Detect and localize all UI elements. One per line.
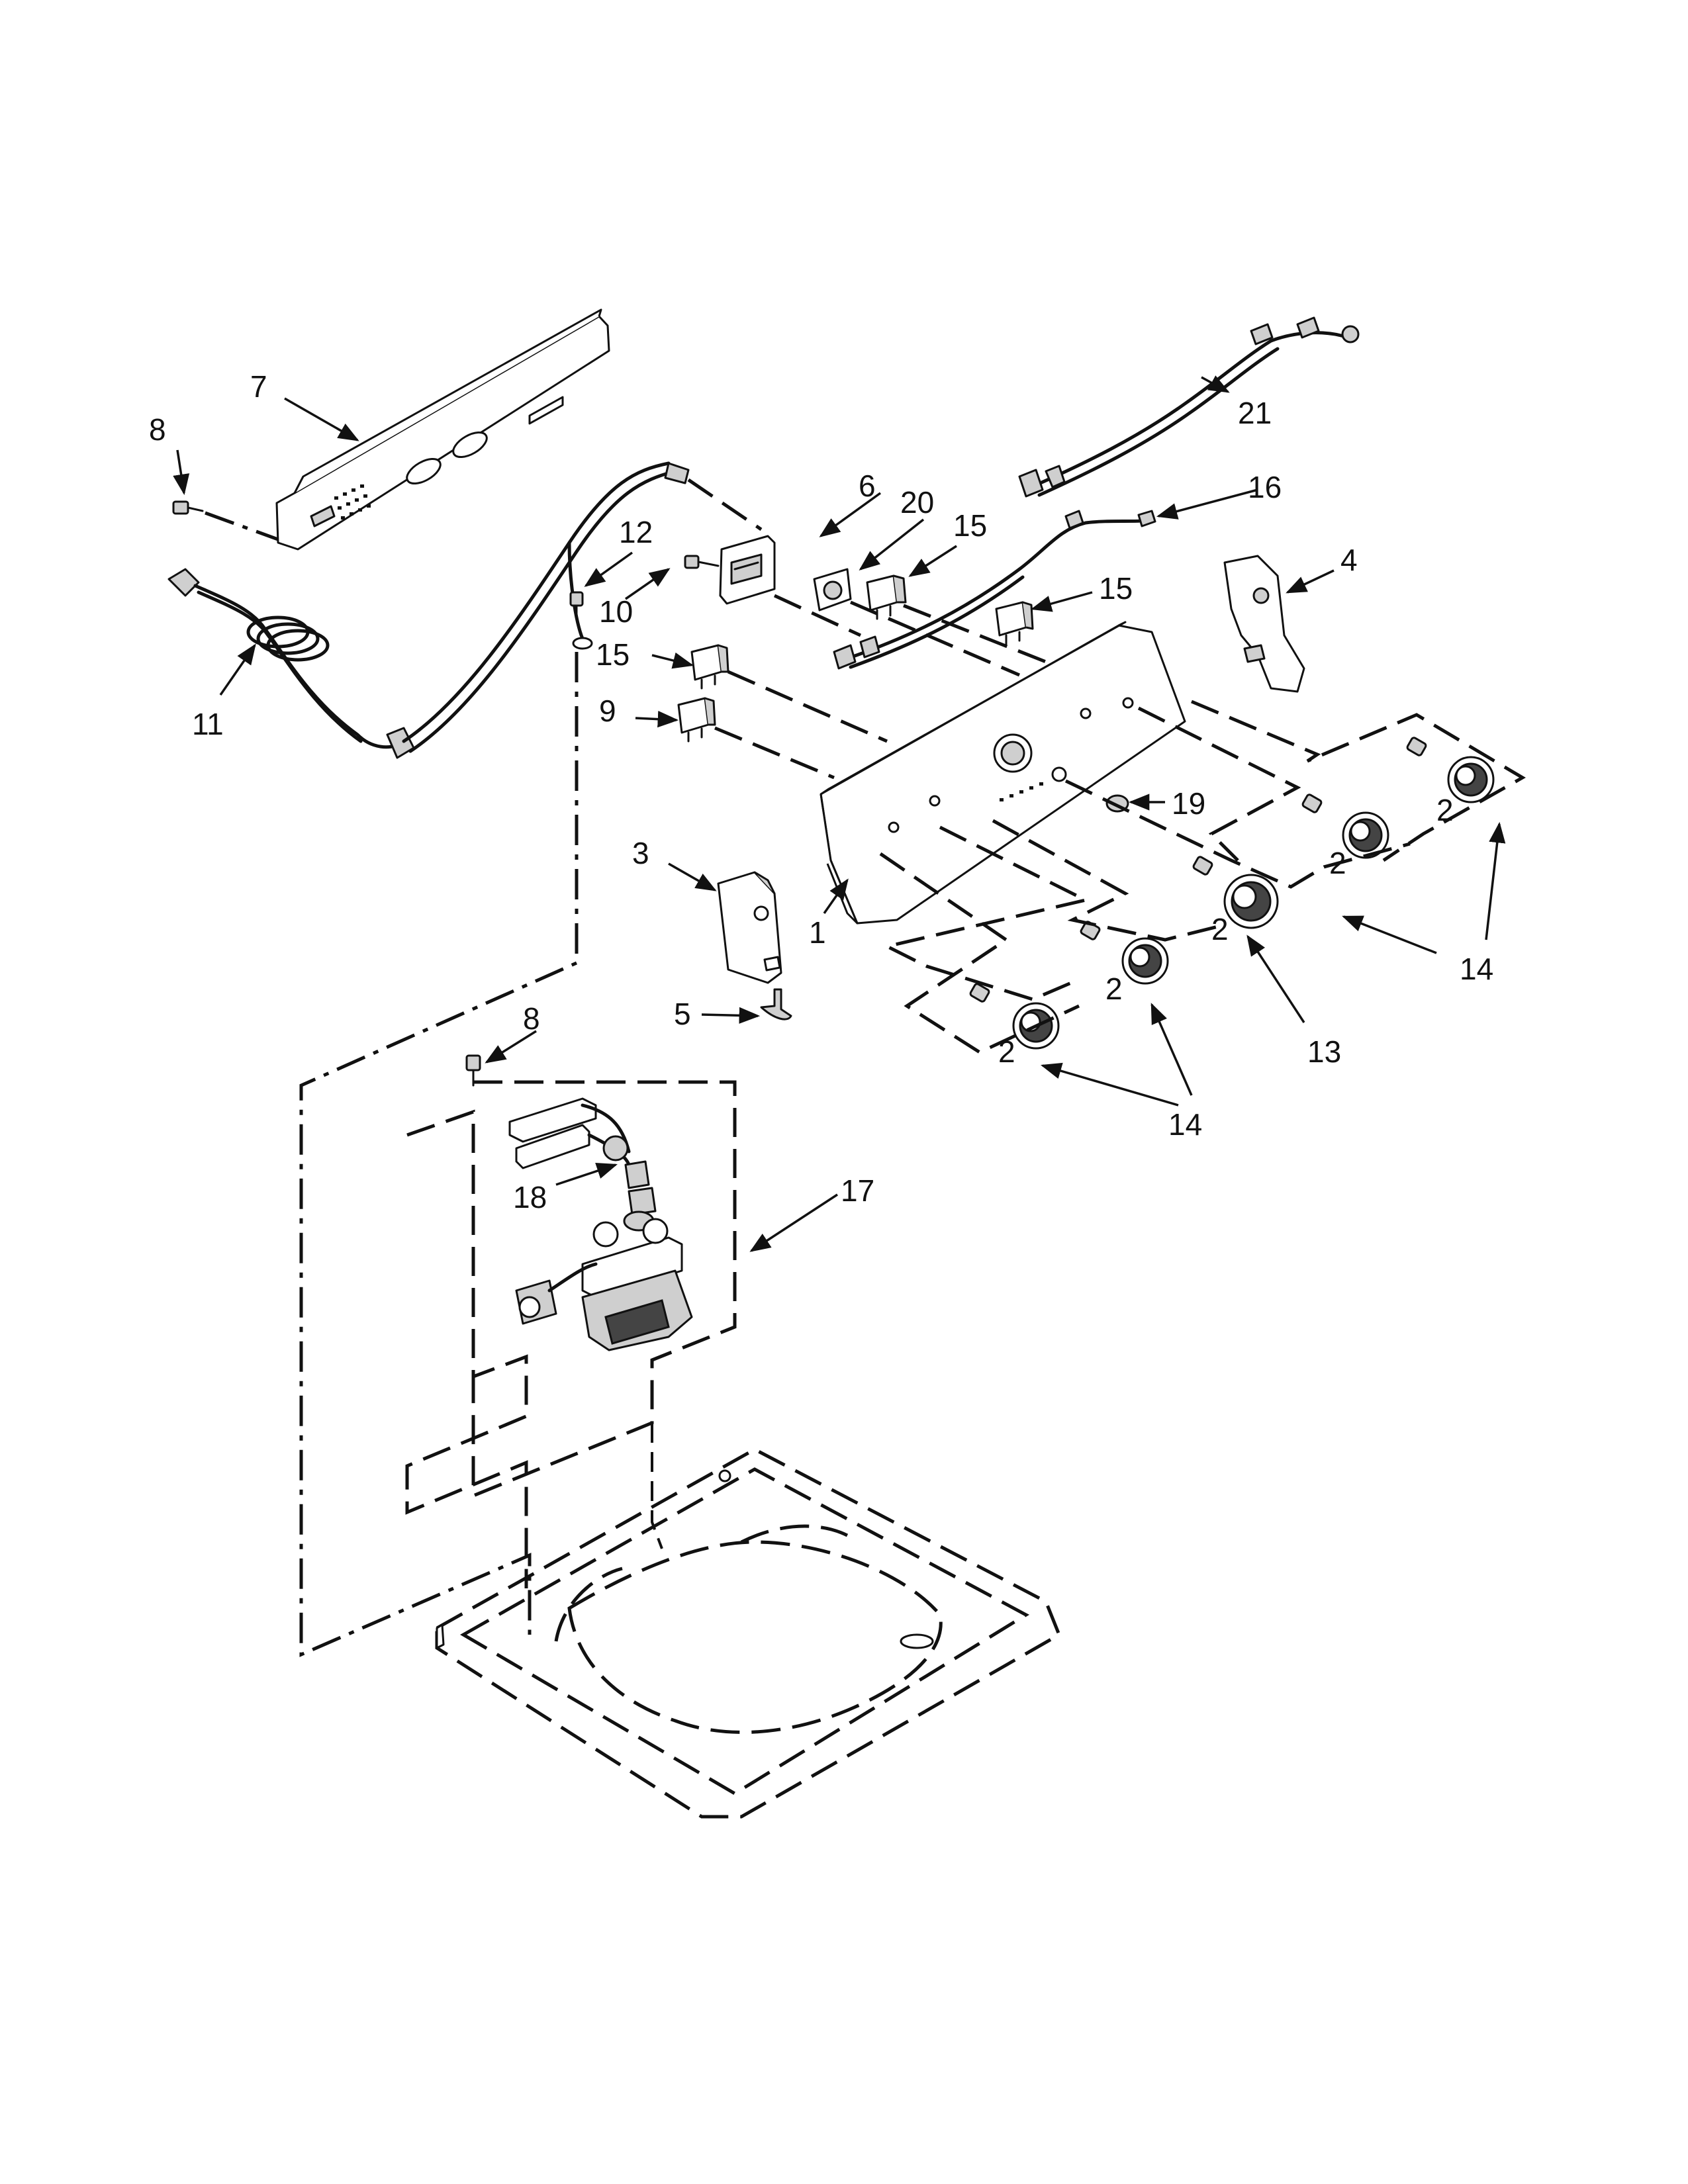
callout-2-left-bottom: 2	[998, 1034, 1015, 1069]
callout-2-left-mid: 2	[1105, 972, 1123, 1006]
ground-screw	[569, 591, 584, 620]
callout-16: 16	[1248, 470, 1282, 504]
screw-bottom	[465, 1054, 481, 1087]
callout-15-top: 15	[953, 508, 987, 543]
callout-15-right: 15	[1099, 571, 1133, 606]
knob-large-13	[1192, 856, 1279, 929]
callout-19: 19	[1172, 786, 1205, 821]
bracket-4	[1223, 555, 1305, 693]
wire-harness-16	[833, 510, 1156, 670]
callout-leaders	[173, 375, 1506, 1252]
valve-drop-line	[651, 1423, 663, 1549]
knob-right-mid	[1301, 794, 1389, 859]
callout-11: 11	[192, 707, 224, 741]
callout-14-right: 14	[1460, 952, 1493, 986]
switch-9	[677, 697, 716, 743]
callout-18: 18	[513, 1180, 547, 1214]
switch-bracket-20	[813, 568, 852, 612]
callout-3: 3	[632, 836, 649, 870]
callout-labels: 7 8 21 16 6 20 15 15 4 12 10 15 9 11 19 …	[149, 369, 1493, 1214]
rear-panel-cover	[275, 308, 610, 551]
water-valve-17	[515, 1218, 693, 1351]
callout-2-right-mid: 2	[1329, 846, 1346, 880]
callout-2-right-top: 2	[1436, 793, 1454, 827]
callout-15-left: 15	[596, 637, 630, 672]
console-panel	[820, 621, 1186, 925]
side-end-cap-3	[717, 871, 782, 984]
switch-15-top	[866, 574, 907, 620]
valve-group-outline-outer	[405, 1109, 528, 1588]
switch-15-left	[690, 644, 729, 690]
callout-5: 5	[674, 997, 691, 1031]
switch-15-right	[995, 601, 1034, 645]
callout-6: 6	[859, 469, 876, 503]
clip-5	[760, 988, 792, 1021]
callout-2-large: 2	[1211, 912, 1229, 946]
callout-4: 4	[1340, 543, 1358, 577]
callout-12: 12	[619, 515, 653, 549]
knob-left-mid	[1080, 921, 1169, 985]
callout-20: 20	[900, 485, 934, 520]
screw-top	[172, 500, 204, 515]
power-cord	[167, 461, 690, 759]
callout-9: 9	[599, 694, 616, 728]
valve-group-outline	[471, 1080, 737, 1498]
knob-path-lines	[879, 700, 1526, 1054]
control-board	[719, 535, 776, 605]
washer-top-base	[435, 1447, 1062, 1819]
knob-right-top	[1406, 737, 1495, 803]
callout-8-bottom: 8	[523, 1001, 540, 1036]
wire-harness-21	[1018, 316, 1360, 498]
ground-path-line	[299, 652, 579, 1657]
callout-1: 1	[809, 915, 826, 950]
callout-21: 21	[1238, 396, 1272, 430]
callout-7: 7	[250, 369, 267, 404]
screw-10	[684, 555, 720, 569]
callout-14-bottom: 14	[1168, 1107, 1202, 1142]
component-path-lines	[714, 594, 1047, 780]
callout-17: 17	[841, 1173, 874, 1208]
callout-10: 10	[599, 594, 633, 629]
callout-8-top: 8	[149, 412, 166, 447]
power-cord-path	[687, 478, 763, 531]
screw-top-path	[205, 511, 279, 541]
callout-13: 13	[1307, 1034, 1341, 1069]
